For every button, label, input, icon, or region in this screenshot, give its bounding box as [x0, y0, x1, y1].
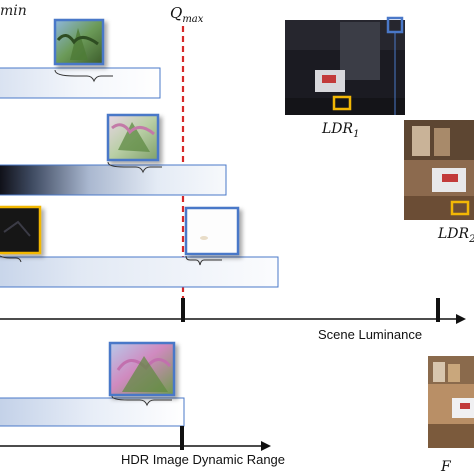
exposure-bar-1 — [0, 67, 161, 99]
q-max-label: Qmax — [170, 4, 204, 25]
scene-axis-tick-right — [436, 298, 440, 322]
brace-2 — [107, 161, 162, 174]
thumbnail-1 — [53, 18, 105, 66]
brace-3-right — [185, 255, 222, 266]
thumbnail-hdr — [108, 341, 176, 397]
exposure-bar-2 — [0, 164, 227, 196]
brace-hdr — [111, 395, 172, 407]
hdr-axis-arrowhead — [261, 441, 271, 451]
scene-axis-arrowhead — [456, 314, 466, 324]
hdr-photo — [428, 356, 474, 448]
hdr-photo-label-partial: F — [440, 459, 452, 474]
thumbnail-3-bright — [184, 206, 240, 256]
thumbnail-2 — [106, 113, 160, 162]
brace-3-left — [0, 255, 22, 263]
q-min-label: min — [0, 3, 27, 19]
ldr1-label: LDR1 — [321, 121, 359, 140]
scene-axis-tick-qmax — [181, 298, 185, 322]
ldr2-photo — [404, 120, 474, 220]
ldr1-photo — [285, 16, 405, 115]
hdr-axis-tick — [180, 426, 184, 450]
hdr-axis-label: HDR Image Dynamic Range — [121, 452, 285, 467]
hdr-bar — [0, 397, 185, 427]
thumbnail-3-dark — [0, 205, 42, 255]
scene-axis-label: Scene Luminance — [318, 327, 422, 342]
brace-1 — [54, 69, 113, 83]
exposure-bar-3 — [0, 256, 279, 288]
ldr2-label: LDR2 — [437, 226, 474, 245]
